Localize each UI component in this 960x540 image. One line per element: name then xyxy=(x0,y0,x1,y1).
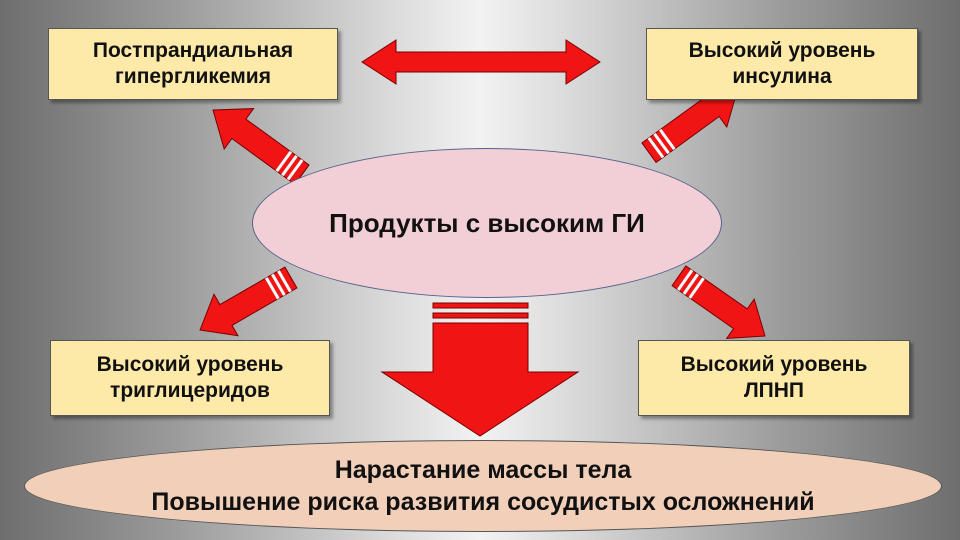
arrow-down-large xyxy=(380,302,580,437)
arrow-to-top-left xyxy=(212,108,310,186)
arrow-to-bottom-right xyxy=(671,265,766,340)
box-line: гипергликемия xyxy=(115,65,271,88)
box-line: Высокий уровень xyxy=(96,353,284,376)
center-label: Продукты с высоким ГИ xyxy=(329,207,645,238)
outcome-line-risk: Повышение риска развития сосудистых осло… xyxy=(151,488,815,516)
outcome-ellipse: Нарастание массы тела Повышение риска ра… xyxy=(24,440,942,532)
box-line: триглицеридов xyxy=(110,379,270,402)
box-line: Высокий уровень xyxy=(688,39,876,62)
box-line: Высокий уровень xyxy=(680,353,868,376)
arrow-to-top-right xyxy=(641,86,739,164)
box-high-ldl: Высокий уровень ЛПНП xyxy=(638,340,910,416)
box-line: Постпрандиальная xyxy=(92,39,294,62)
box-line: инсулина xyxy=(732,65,832,88)
arrow-double-horizontal xyxy=(361,39,601,85)
box-high-insulin: Высокий уровень инсулина xyxy=(646,28,918,100)
center-ellipse: Продукты с высоким ГИ xyxy=(252,148,722,298)
box-postprandial-hyperglycemia: Постпрандиальная гипергликемия xyxy=(48,28,338,100)
outcome-line-weight: Нарастание массы тела xyxy=(334,456,632,484)
arrow-to-bottom-left xyxy=(199,266,298,337)
box-high-triglycerides: Высокий уровень триглицеридов xyxy=(50,340,330,416)
box-line: ЛПНП xyxy=(743,379,805,402)
